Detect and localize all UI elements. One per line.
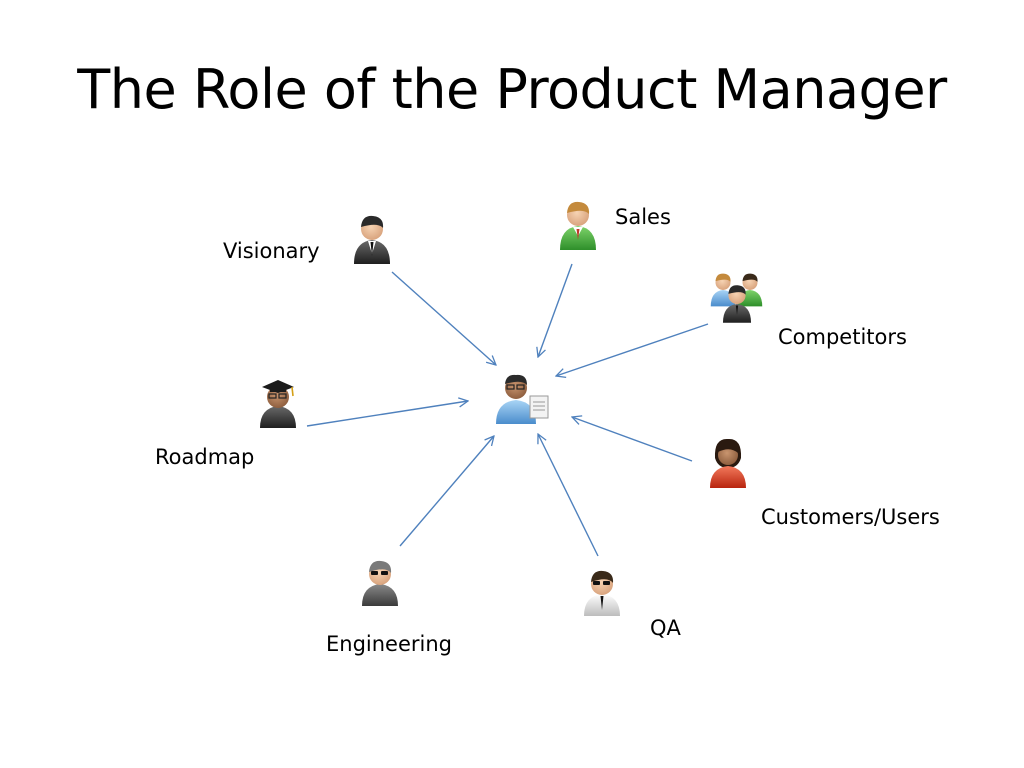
label-competitors: Competitors bbox=[778, 325, 907, 349]
arrow-visionary bbox=[391, 271, 496, 365]
woman-icon bbox=[710, 438, 746, 488]
product-manager-icon bbox=[496, 374, 549, 424]
label-customers-users: Customers/Users bbox=[761, 505, 940, 529]
arrows bbox=[306, 263, 709, 557]
arrow-engineering bbox=[399, 436, 494, 547]
label-engineering: Engineering bbox=[326, 632, 452, 656]
graduate-icon bbox=[260, 380, 296, 428]
arrow-qa bbox=[538, 434, 599, 557]
salesperson-icon bbox=[560, 201, 596, 250]
arrow-roadmap bbox=[306, 401, 468, 427]
label-roadmap: Roadmap bbox=[155, 445, 255, 469]
arrow-competitors bbox=[556, 323, 709, 376]
slide-title: The Role of the Product Manager bbox=[77, 58, 947, 121]
engineer-icon bbox=[362, 560, 398, 606]
arrow-sales bbox=[538, 263, 573, 357]
label-visionary: Visionary bbox=[223, 239, 320, 263]
businessman-icon bbox=[354, 215, 390, 264]
group-icon bbox=[710, 273, 763, 323]
label-qa: QA bbox=[650, 616, 681, 640]
label-sales: Sales bbox=[615, 205, 671, 229]
arrow-customers-users bbox=[572, 417, 693, 462]
tester-icon bbox=[584, 570, 620, 616]
